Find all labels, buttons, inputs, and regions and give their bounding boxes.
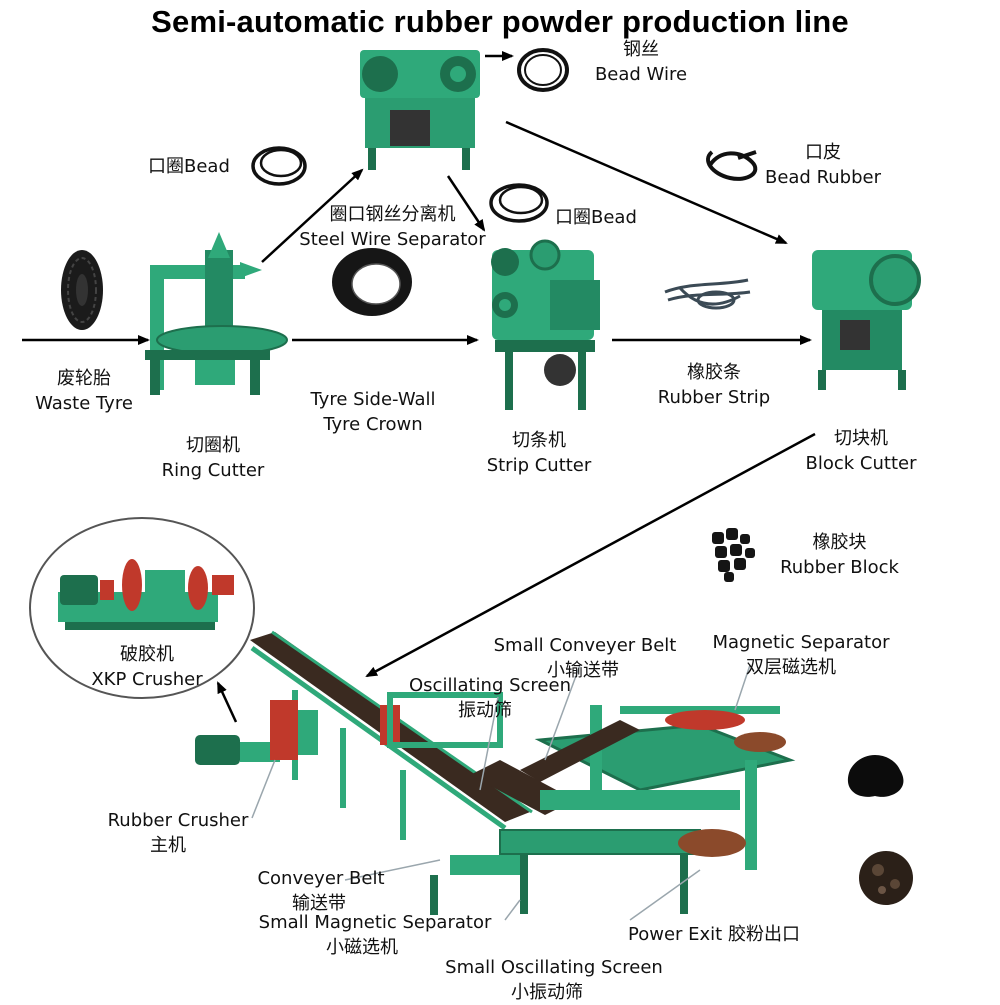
production-line-machinery xyxy=(195,630,796,915)
block-cutter-machine xyxy=(812,250,921,390)
power-exit-zh: 胶粉出口 xyxy=(727,924,800,945)
conveyer-belt-zh: 输送带 xyxy=(292,893,346,914)
arrow-separator-to-block-cutter xyxy=(505,120,788,245)
bead-wire-en: Bead Wire xyxy=(594,64,688,85)
rubber-block-label: 橡胶块 Rubber Block xyxy=(772,530,907,580)
small-conveyer-belt-en: Small Conveyer Belt xyxy=(493,635,677,656)
rubber-crusher-label: Rubber Crusher 主机 xyxy=(98,808,258,858)
oscillating-screen-label: Oscillating Screen 振动筛 xyxy=(400,673,580,723)
bead-left-label: 口圈Bead xyxy=(148,154,248,179)
bead-rubber-label: 口皮 Bead Rubber xyxy=(757,140,889,190)
tyre-sidewall-label: Tyre Side-Wall Tyre Crown xyxy=(298,387,448,437)
steel-wire-separator-zh: 圈口钢丝分离机 xyxy=(329,204,456,225)
ring-cutter-machine xyxy=(145,232,288,395)
page-title: Semi-automatic rubber powder production … xyxy=(151,4,849,39)
tyre-sidewall-line2: Tyre Crown xyxy=(323,414,423,435)
bead-mid-image xyxy=(489,183,549,223)
bead-mid-zh: 口圈 xyxy=(555,207,591,228)
rubber-crusher-en: Rubber Crusher xyxy=(107,810,249,831)
waste-tyre-zh: 废轮胎 xyxy=(57,368,111,389)
ring-cutter-en: Ring Cutter xyxy=(161,460,265,481)
xkp-crusher-en: XKP Crusher xyxy=(91,669,203,690)
bead-mid-en: Bead xyxy=(591,207,637,228)
steel-wire-separator-en: Steel Wire Separator xyxy=(299,229,486,250)
block-cutter-en: Block Cutter xyxy=(805,453,917,474)
rubber-powder-fine xyxy=(859,851,913,905)
block-cutter-label: 切块机 Block Cutter xyxy=(797,426,925,476)
bead-rubber-en: Bead Rubber xyxy=(764,167,882,188)
rubber-strip-image xyxy=(664,278,751,310)
tyre-sidewall-line1: Tyre Side-Wall xyxy=(310,389,436,410)
leader-lines xyxy=(251,664,751,921)
rubber-block-en: Rubber Block xyxy=(780,557,899,578)
bead-rubber-zh: 口皮 xyxy=(805,142,841,163)
strip-cutter-machine xyxy=(491,239,600,410)
magnetic-separator-label: Magnetic Separator 双层磁选机 xyxy=(702,630,900,680)
small-oscillating-screen-zh: 小振动筛 xyxy=(511,982,583,1003)
small-oscillating-screen-label: Small Oscillating Screen 小振动筛 xyxy=(435,955,673,1005)
bead-wire-zh: 钢丝 xyxy=(623,39,659,60)
ring-cutter-label: 切圈机 Ring Cutter xyxy=(148,433,278,483)
bead-wire-image xyxy=(517,48,569,92)
magnetic-separator-zh: 双层磁选机 xyxy=(746,657,836,678)
rubber-block-zh: 橡胶块 xyxy=(812,532,867,553)
flow-arrows xyxy=(22,51,816,723)
rubber-strip-en: Rubber Strip xyxy=(657,387,771,408)
small-magnetic-separator-label: Small Magnetic Separator 小磁选机 xyxy=(246,910,504,960)
bead-mid-label: 口圈Bead xyxy=(555,205,655,230)
small-magnetic-separator-zh: 小磁选机 xyxy=(326,937,398,958)
rubber-strip-label: 橡胶条 Rubber Strip xyxy=(650,360,778,410)
power-exit-label: Power Exit 胶粉出口 xyxy=(628,922,828,947)
conveyer-belt-en: Conveyer Belt xyxy=(257,868,385,889)
bead-left-zh: 口圈 xyxy=(148,156,184,177)
xkp-crusher-label: 破胶机 XKP Crusher xyxy=(84,642,210,692)
strip-cutter-label: 切条机 Strip Cutter xyxy=(478,428,600,478)
small-oscillating-screen-en: Small Oscillating Screen xyxy=(445,957,663,978)
xkp-crusher-zh: 破胶机 xyxy=(120,644,174,665)
waste-tyre-image xyxy=(61,250,103,330)
waste-tyre-en: Waste Tyre xyxy=(35,393,133,414)
small-conveyer-belt-zh: 小输送带 xyxy=(547,660,619,681)
rubber-crusher-zh: 主机 xyxy=(150,835,186,856)
rubber-powder-black xyxy=(847,754,904,797)
conveyer-belt-label: Conveyer Belt 输送带 xyxy=(250,866,392,916)
bead-rubber-image xyxy=(706,150,758,181)
rubber-strip-zh: 橡胶条 xyxy=(687,362,741,383)
oscillating-screen-en: Oscillating Screen xyxy=(409,675,571,696)
arrow-separator-to-bead xyxy=(446,175,486,232)
power-exit-en: Power Exit xyxy=(628,924,723,945)
tyre-sidewall-image xyxy=(332,248,412,316)
arrow-block-cutter-to-crusher-line xyxy=(365,432,816,678)
magnetic-separator-en: Magnetic Separator xyxy=(712,632,890,653)
bead-left-en: Bead xyxy=(184,156,230,177)
ring-cutter-zh: 切圈机 xyxy=(186,435,240,456)
bead-wire-label: 钢丝 Bead Wire xyxy=(585,37,697,87)
arrow-ring-cutter-to-separator xyxy=(261,168,364,263)
oscillating-screen-zh: 振动筛 xyxy=(458,700,512,721)
bead-left-image xyxy=(251,146,307,186)
xkp-crusher-inset xyxy=(29,517,255,699)
small-magnetic-separator-en: Small Magnetic Separator xyxy=(258,912,492,933)
rubber-block-image xyxy=(712,528,755,582)
strip-cutter-zh: 切条机 xyxy=(512,430,566,451)
small-conveyer-belt-label: Small Conveyer Belt 小输送带 xyxy=(485,633,685,683)
arrow-crusher-to-xkp xyxy=(216,681,238,723)
strip-cutter-en: Strip Cutter xyxy=(486,455,592,476)
block-cutter-zh: 切块机 xyxy=(834,428,888,449)
steel-wire-separator-machine xyxy=(360,50,480,170)
steel-wire-separator-label: 圈口钢丝分离机 Steel Wire Separator xyxy=(290,202,495,252)
waste-tyre-label: 废轮胎 Waste Tyre xyxy=(24,366,144,416)
